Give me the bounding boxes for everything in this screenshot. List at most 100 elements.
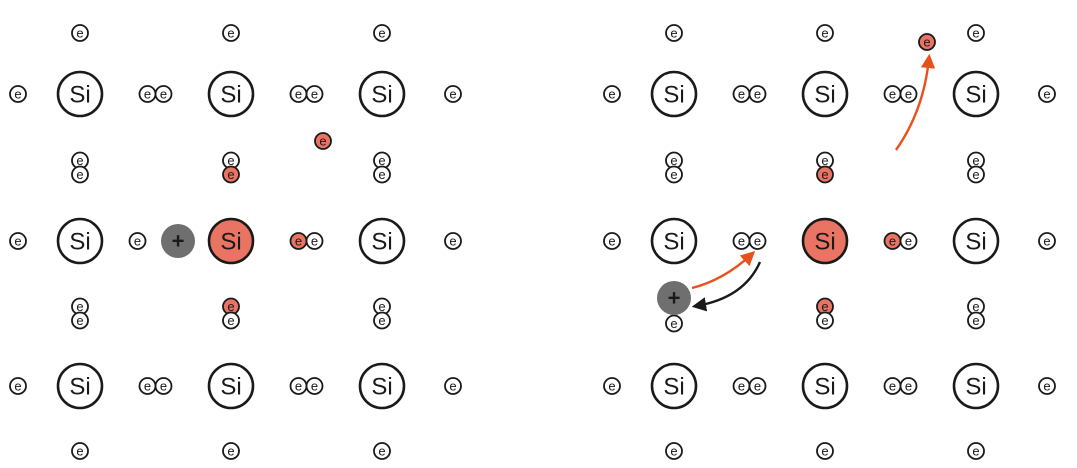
electron-label: e: [754, 87, 761, 102]
electron-label: e: [14, 234, 21, 249]
electron-label: e: [449, 234, 456, 249]
atom-circle: [650, 217, 698, 265]
electron-circle: [305, 85, 324, 103]
atom-label: Si: [663, 82, 684, 109]
electron-label: e: [754, 234, 761, 249]
electron-circle: [967, 442, 985, 460]
atom-circle: [952, 217, 1000, 265]
free-electron: e: [918, 33, 936, 51]
electron-label: e: [821, 153, 828, 168]
electron-circle: [1038, 377, 1056, 395]
electron: e: [289, 377, 308, 395]
electron: e: [603, 85, 621, 103]
atom-label: Si: [371, 229, 392, 256]
electron-label: e: [449, 87, 456, 102]
silicon-atom: Si: [801, 362, 849, 410]
atom-circle: [952, 70, 1000, 118]
electron-circle: [816, 311, 834, 330]
electron: e: [967, 311, 985, 330]
free-electron: e: [816, 165, 834, 184]
electron-circle: [603, 85, 621, 103]
electron: e: [1038, 85, 1056, 103]
electron-label: e: [1043, 234, 1050, 249]
electron-label: e: [972, 313, 979, 328]
electron: e: [603, 377, 621, 395]
atom-label: Si: [814, 374, 835, 401]
electron-circle: [71, 165, 89, 184]
electron-label: e: [608, 379, 615, 394]
atom-circle: [207, 70, 255, 118]
electron-circle: [444, 232, 462, 250]
electron: e: [71, 442, 89, 460]
atom-label: Si: [220, 82, 241, 109]
free-electron: e: [883, 232, 902, 250]
electron: e: [603, 232, 621, 250]
electron-label: e: [227, 153, 234, 168]
free-electron: e: [314, 132, 332, 150]
hole: +: [657, 281, 691, 315]
electron-label: e: [923, 35, 930, 50]
electron: e: [899, 85, 918, 103]
electron-circle: [899, 85, 918, 103]
electron-label: e: [378, 167, 385, 182]
electron: e: [444, 377, 462, 395]
electron-label: e: [608, 234, 615, 249]
electron-label: e: [670, 26, 677, 41]
electron: e: [665, 165, 683, 184]
electron-label: e: [449, 379, 456, 394]
electron: e: [748, 85, 767, 103]
silicon-atom: Si: [207, 70, 255, 118]
atom-label: Si: [371, 374, 392, 401]
electron-label: e: [821, 167, 828, 182]
electron-circle: [154, 85, 173, 103]
electron-circle: [9, 232, 27, 250]
electron: e: [373, 24, 391, 42]
electron-label: e: [972, 167, 979, 182]
electron-circle: [373, 442, 391, 460]
electron: e: [816, 442, 834, 460]
atom-label: Si: [965, 82, 986, 109]
electron: e: [9, 232, 27, 250]
atom-circle: [801, 217, 849, 265]
electron-label: e: [311, 234, 318, 249]
electron-circle: [444, 85, 462, 103]
electron: e: [138, 85, 157, 103]
electron: e: [71, 311, 89, 330]
hole-label: +: [668, 286, 681, 311]
electron-circle: [967, 24, 985, 42]
electron-circle: [305, 232, 324, 250]
atom-circle: [56, 70, 104, 118]
electron: e: [1038, 377, 1056, 395]
atom-label: Si: [965, 229, 986, 256]
electron-circle: [665, 442, 683, 460]
atom-circle: [801, 70, 849, 118]
electron-label: e: [1043, 379, 1050, 394]
silicon-atom: Si: [650, 217, 698, 265]
electron: e: [305, 377, 324, 395]
atom-circle: [952, 362, 1000, 410]
atom-label: Si: [814, 229, 835, 256]
electron-label: e: [14, 379, 21, 394]
electron-label: e: [738, 379, 745, 394]
silicon-atom: Si: [952, 217, 1000, 265]
atom-circle: [56, 217, 104, 265]
free-electron-arrow: [895, 53, 936, 151]
electron: e: [222, 311, 240, 330]
electron-label: e: [821, 26, 828, 41]
electron: e: [154, 85, 173, 103]
electron-label: e: [889, 87, 896, 102]
electron-circle: [222, 24, 240, 42]
hole: +: [161, 224, 195, 258]
electron-label: e: [319, 134, 326, 149]
electron-circle: [816, 24, 834, 42]
atom-label: Si: [220, 229, 241, 256]
free-electron: e: [289, 232, 308, 250]
silicon-atom: Si: [952, 70, 1000, 118]
atom-label: Si: [69, 229, 90, 256]
electron-circle: [665, 314, 683, 333]
atom-label: Si: [69, 82, 90, 109]
electron-label: e: [905, 87, 912, 102]
electron: e: [71, 165, 89, 184]
atom-circle: [358, 70, 406, 118]
electron-circle: [899, 377, 918, 395]
